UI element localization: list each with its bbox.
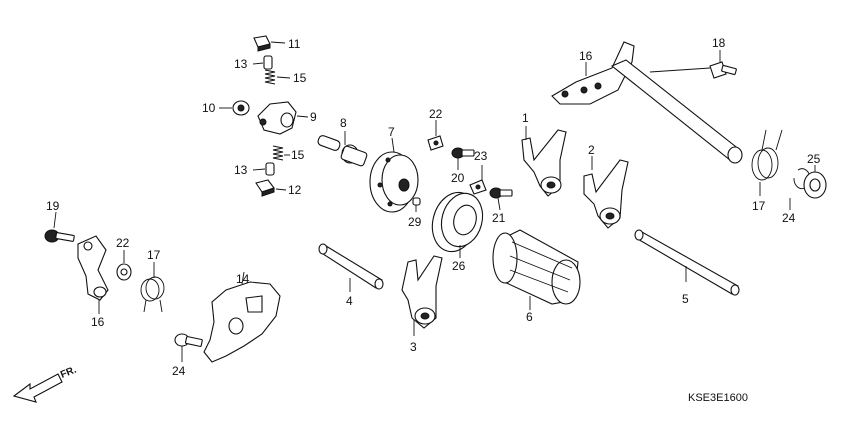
callout-11: 11 (288, 37, 301, 51)
callout-28: 24 (782, 211, 796, 225)
callout-9: 9 (310, 110, 317, 124)
callout-1: 1 (522, 111, 529, 125)
part-23-washer (116, 250, 132, 281)
part-12-cap (255, 179, 287, 197)
callout-8: 8 (340, 116, 347, 130)
part-4-fork-shaft (318, 243, 384, 292)
callout-4: 4 (346, 294, 353, 308)
part-3-shift-fork (401, 255, 443, 336)
callout-29: 29 (408, 215, 422, 229)
part-29-pin (412, 197, 421, 212)
callout-5: 5 (682, 292, 689, 306)
part-17-spring (140, 262, 165, 313)
part-14-stopper-plate (203, 271, 281, 363)
callout-24-top: 22 (429, 107, 443, 121)
part-19-spring (751, 129, 783, 196)
callout-17: 17 (147, 248, 161, 262)
callout-13-lower: 13 (234, 163, 248, 177)
callout-12: 12 (288, 183, 302, 197)
part-21-bolt (44, 211, 75, 243)
part-26-bearing (431, 191, 484, 258)
part-25-washer (803, 165, 827, 199)
callout-22-lower: 21 (492, 211, 506, 225)
callout-18: 16 (579, 49, 593, 63)
callout-16: 16 (91, 315, 105, 329)
part-5-fork-shaft (634, 229, 740, 296)
callout-23: 22 (116, 236, 130, 250)
callout-3: 3 (410, 340, 417, 354)
diagram-code: KSE3E1600 (688, 392, 748, 404)
callout-13-top: 13 (234, 57, 248, 71)
callout-26: 26 (452, 259, 466, 273)
callout-24-lower: 23 (474, 149, 488, 163)
part-1-shift-fork (521, 126, 567, 197)
part-7-drum-center (369, 137, 419, 213)
callout-25: 25 (807, 152, 821, 166)
part-9-stopper-arm (257, 101, 309, 135)
callout-7: 7 (388, 125, 395, 139)
callout-19: 17 (752, 199, 766, 213)
callout-6: 6 (526, 310, 533, 324)
callout-20: 18 (712, 36, 726, 50)
part-13-pin-lower (252, 162, 275, 176)
callout-14: 14 (236, 272, 250, 286)
direction-label: FR. (59, 364, 78, 380)
part-2-shift-fork (583, 156, 629, 229)
part-8-drum-shaft (317, 131, 368, 167)
part-13-pin-top (252, 55, 273, 70)
part-15-spring-top (264, 69, 291, 85)
callout-21: 19 (46, 199, 60, 213)
callout-2: 2 (588, 143, 595, 157)
part-6-shift-drum (492, 229, 581, 310)
part-16-arm (77, 235, 109, 314)
part-22-bolt-top (451, 147, 475, 170)
front-direction-arrow: FR. (12, 364, 78, 403)
part-18-gearshift-spindle (551, 41, 743, 164)
callout-22-top: 20 (451, 171, 465, 185)
part-22-bolt-lower (489, 187, 513, 211)
part-27-bolt (174, 333, 203, 362)
part-11-cap (253, 35, 286, 52)
part-10-nut (219, 100, 250, 116)
callout-27: 24 (172, 364, 186, 378)
part-20-bolt (649, 50, 737, 79)
part-24-plate-lower (469, 165, 487, 195)
callout-15-lower: 15 (291, 148, 305, 162)
part-15-spring-lower (272, 145, 290, 161)
callout-15-top: 15 (293, 71, 307, 85)
callout-10: 10 (202, 101, 216, 115)
part-24-plate-top (427, 120, 444, 151)
